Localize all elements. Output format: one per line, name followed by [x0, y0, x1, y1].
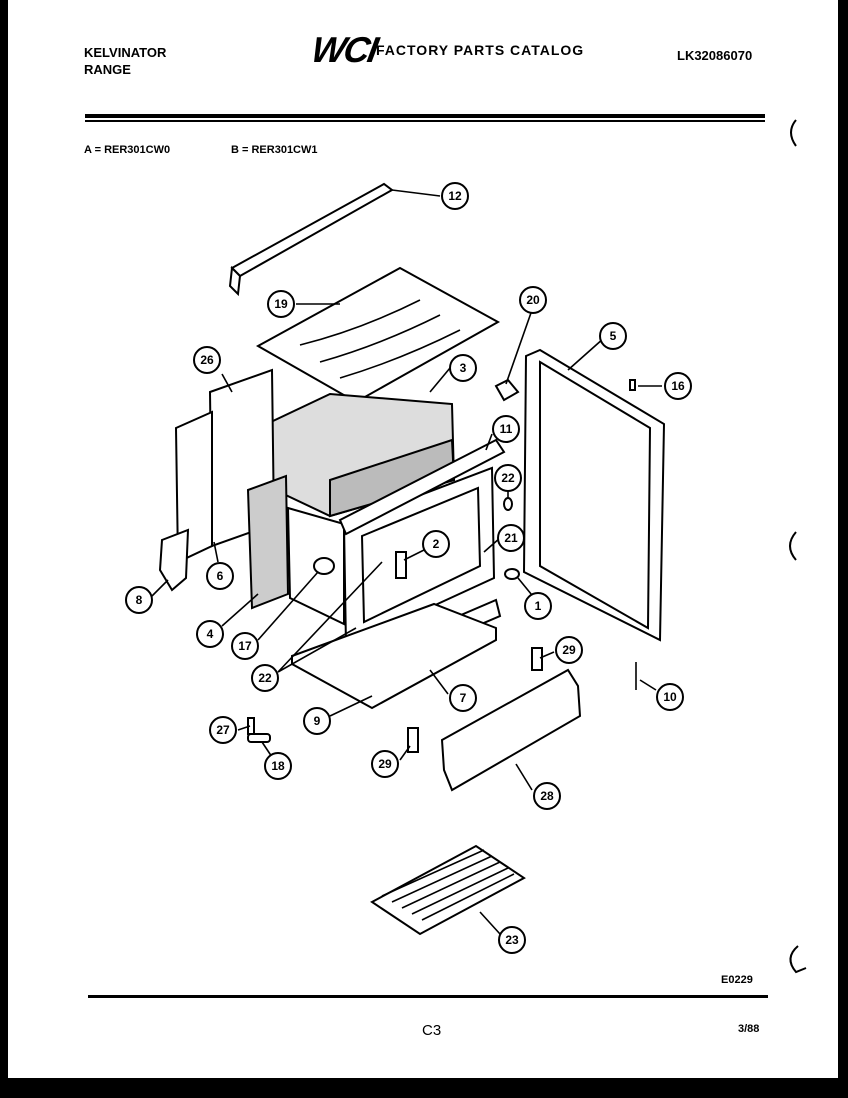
svg-text:28: 28: [540, 789, 554, 803]
part-16-clip: [629, 379, 636, 391]
callout-12: 12: [441, 182, 469, 210]
catalog-number: LK32086070: [677, 48, 753, 63]
callout-27: 27: [209, 716, 237, 744]
svg-text:22: 22: [258, 671, 272, 685]
callout-4: 4: [196, 620, 224, 648]
callout-6: 6: [206, 562, 234, 590]
svg-text:27: 27: [216, 723, 230, 737]
callout-2: 2: [422, 530, 450, 558]
binder-hole-mark: [789, 531, 797, 561]
page-code: C3: [422, 1022, 442, 1039]
part-4-side-insulation: [246, 474, 290, 610]
callout-22-left: 22: [251, 664, 279, 692]
part-19-top-panel: [255, 266, 501, 404]
callout-26: 26: [193, 346, 221, 374]
part-2-terminal: [395, 551, 407, 579]
callout-5: 5: [599, 322, 627, 350]
callout-7: 7: [449, 684, 477, 712]
oven-body: [286, 438, 506, 648]
part-23-oven-rack: [370, 844, 526, 936]
part-29-hinge: [531, 647, 543, 671]
part-29-hinge: [407, 727, 419, 753]
svg-text:26: 26: [200, 353, 214, 367]
header-rule: [85, 114, 765, 118]
part-8-bracket: [158, 528, 190, 592]
callout-29-left: 29: [371, 750, 399, 778]
product-name: RANGE: [84, 62, 131, 77]
svg-text:16: 16: [671, 379, 685, 393]
svg-text:18: 18: [271, 759, 285, 773]
part-12-top-trim: [228, 182, 394, 297]
callout-29-right: 29: [555, 636, 583, 664]
svg-text:2: 2: [433, 537, 440, 551]
part-3-insulation: [253, 392, 456, 518]
callout-1: 1: [524, 592, 552, 620]
svg-text:7: 7: [460, 691, 467, 705]
callout-8: 8: [125, 586, 153, 614]
callout-28: 28: [533, 782, 561, 810]
binder-hole-mark: [790, 119, 797, 147]
svg-text:9: 9: [314, 714, 321, 728]
drawing-code: E0229: [721, 974, 753, 986]
footer-rule: [88, 995, 768, 998]
header-rule-thin: [85, 120, 765, 122]
callout-23: 23: [498, 926, 526, 954]
svg-text:21: 21: [504, 531, 518, 545]
callout-21: 21: [497, 524, 525, 552]
header-left: KELVINATOR RANGE: [84, 44, 166, 78]
svg-text:23: 23: [505, 933, 519, 947]
callout-11: 11: [492, 415, 520, 443]
callout-10: 10: [656, 683, 684, 711]
svg-text:12: 12: [448, 189, 462, 203]
svg-text:3: 3: [460, 361, 467, 375]
catalog-title: FACTORY PARTS CATALOG: [376, 42, 585, 58]
callout-22-right: 22: [494, 464, 522, 492]
svg-text:8: 8: [136, 593, 143, 607]
part-17-element-block: [313, 557, 335, 575]
svg-text:17: 17: [238, 639, 252, 653]
svg-text:11: 11: [500, 422, 513, 436]
svg-text:6: 6: [217, 569, 224, 583]
part-28-drawer-front: [440, 668, 582, 792]
binder-hole-mark: [789, 945, 807, 974]
part-5-side-panel: [522, 348, 666, 642]
model-a: A = RER301CW0: [84, 144, 171, 156]
svg-text:29: 29: [562, 643, 576, 657]
part-22-grommet: [503, 497, 513, 511]
svg-text:10: 10: [663, 690, 677, 704]
svg-text:4: 4: [207, 627, 214, 641]
part-1-plug: [504, 568, 520, 580]
callout-19: 19: [267, 290, 295, 318]
svg-text:29: 29: [378, 757, 392, 771]
callout-20: 20: [519, 286, 547, 314]
callout-3: 3: [449, 354, 477, 382]
callout-17: 17: [231, 632, 259, 660]
part-18-hinge-pin: [247, 733, 271, 743]
svg-text:20: 20: [526, 293, 540, 307]
brand-name: KELVINATOR: [84, 45, 167, 60]
svg-text:19: 19: [274, 297, 288, 311]
model-b: B = RER301CW1: [231, 144, 318, 156]
leader-lines: [151, 189, 662, 935]
callout-9: 9: [303, 707, 331, 735]
svg-text:1: 1: [535, 599, 542, 613]
svg-text:5: 5: [610, 329, 617, 343]
callout-18: 18: [264, 752, 292, 780]
callout-16: 16: [664, 372, 692, 400]
catalog-date: 3/88: [738, 1023, 760, 1035]
svg-text:22: 22: [501, 471, 515, 485]
part-20-bracket: [494, 378, 520, 402]
